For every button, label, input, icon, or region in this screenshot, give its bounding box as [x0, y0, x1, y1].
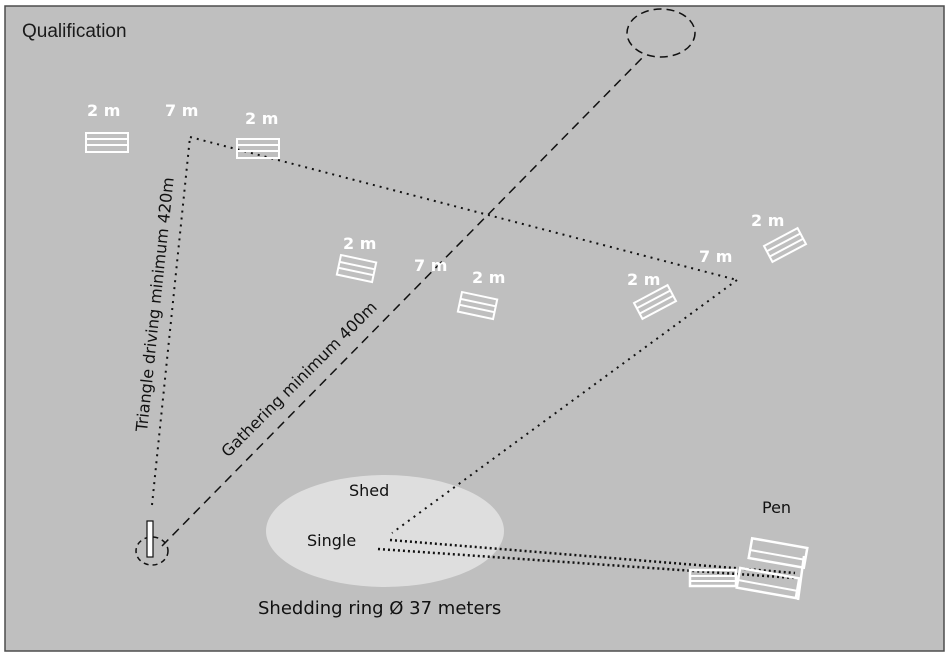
distance-label-7m: 7 m [414, 256, 447, 275]
fence-drive-gate-right [632, 283, 678, 321]
diagram-title: Qualification [22, 21, 127, 42]
distance-label-2m: 2 m [245, 109, 278, 128]
handler-post [146, 520, 154, 558]
single-label: Single [307, 531, 356, 550]
pen-label: Pen [762, 498, 791, 517]
distance-label-2m: 2 m [87, 101, 120, 120]
pen-enclosure [688, 536, 809, 601]
fence-cross-gate-left [335, 253, 378, 284]
fence-cross-gate-right [456, 290, 499, 321]
lift-circle [626, 8, 696, 58]
distance-label-2m: 2 m [472, 268, 505, 287]
post-circle [135, 536, 169, 566]
fence-drive-gate-top [236, 138, 280, 159]
fence-far-right [762, 226, 808, 264]
fence-outrun-left [85, 132, 129, 153]
shedding-ring-label: Shedding ring Ø 37 meters [258, 598, 501, 619]
distance-label-2m: 2 m [751, 211, 784, 230]
distance-label-7m: 7 m [165, 101, 198, 120]
gathering-path [161, 54, 646, 547]
distance-label-7m: 7 m [699, 247, 732, 266]
shed-label: Shed [349, 481, 389, 500]
distance-label-2m: 2 m [627, 270, 660, 289]
triangle-leg-right [391, 279, 738, 534]
shedding-ring [266, 475, 504, 587]
distance-label-2m: 2 m [343, 234, 376, 253]
triangle-leg-left [151, 136, 191, 506]
